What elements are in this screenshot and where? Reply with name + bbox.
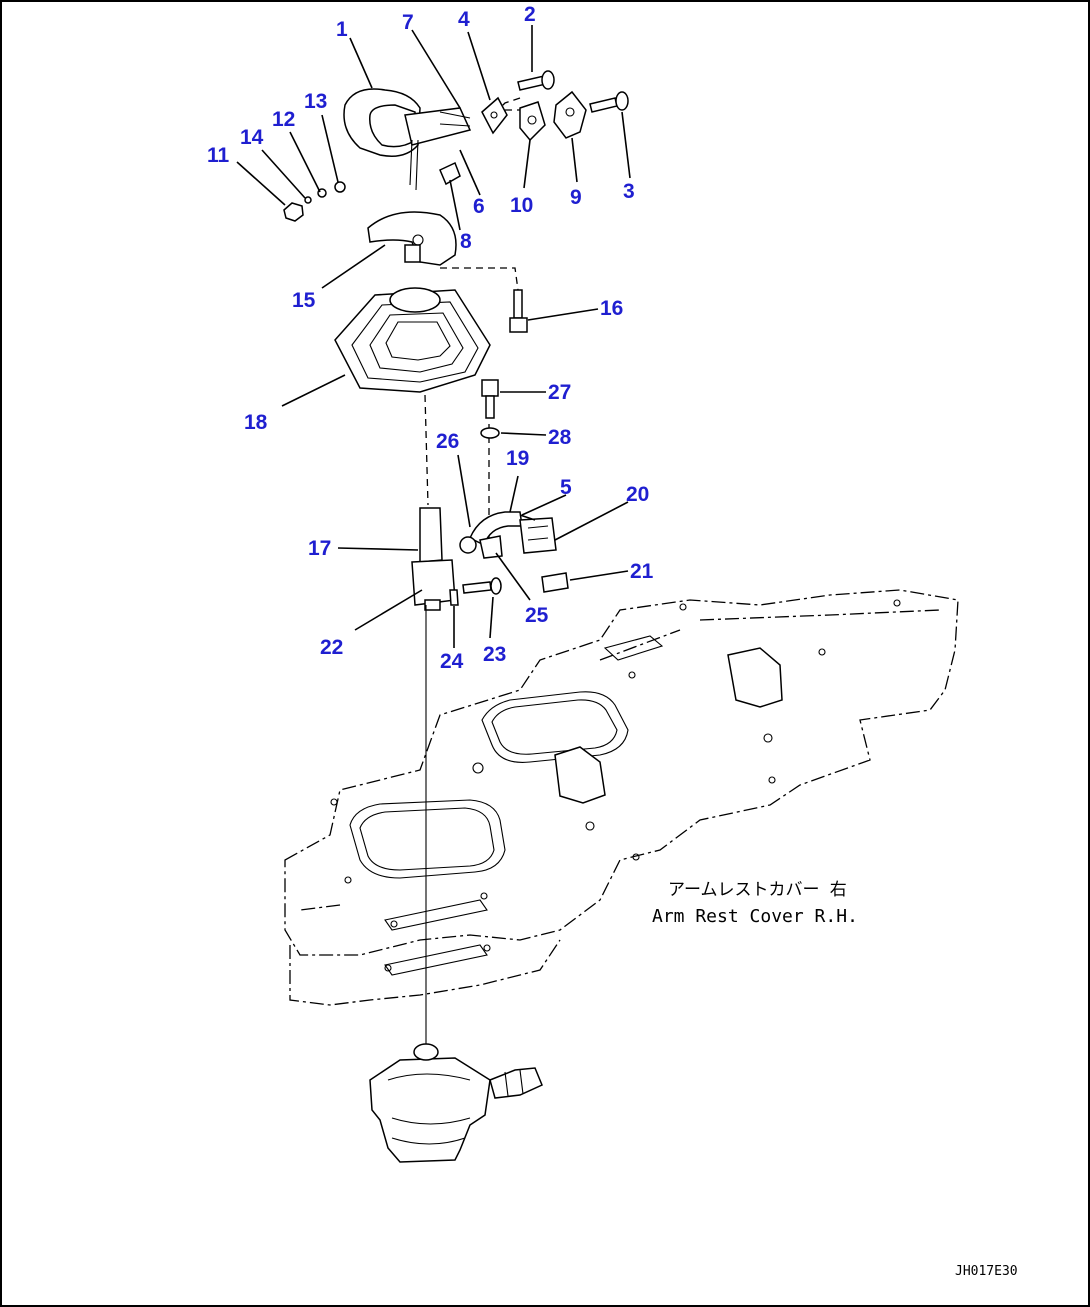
washer-28: [480, 427, 500, 439]
callout-22: 22: [320, 636, 343, 659]
plate-15: [367, 211, 457, 266]
pin-24: [449, 589, 459, 606]
connector-20: [519, 517, 557, 554]
leader-lines: [236, 25, 631, 648]
connector-8: [439, 161, 461, 186]
callout-4: 4: [458, 8, 470, 31]
arm-rest-cover: [284, 589, 959, 1006]
wire-harness-19: [459, 511, 523, 559]
callout-20: 20: [626, 483, 649, 506]
lever-17: [411, 507, 456, 611]
callout-12: 12: [272, 108, 295, 131]
callout-26: 26: [436, 430, 459, 453]
callout-16: 16: [600, 297, 623, 320]
drawing-code: JH017E30: [955, 1264, 1018, 1279]
callout-19: 19: [506, 447, 529, 470]
callout-23: 23: [483, 643, 506, 666]
rubber-boot-18: [334, 287, 491, 393]
callout-27: 27: [548, 381, 571, 404]
callout-28: 28: [548, 426, 572, 449]
plate-4: [481, 96, 508, 135]
callout-9: 9: [570, 186, 582, 209]
cap-21: [541, 572, 569, 593]
cover-label-japanese: アームレストカバー 右: [668, 880, 847, 900]
bolt-23: [462, 577, 502, 595]
callout-6: 6: [473, 195, 485, 218]
callout-25: 25: [525, 604, 549, 627]
bolt-27: [481, 379, 499, 419]
callout-numbers: 1 2 3 4 5 6 7 8 9 10 11 12 13 14 15 16 1…: [207, 3, 654, 673]
callout-11: 11: [207, 144, 230, 167]
bolt-16: [509, 289, 528, 333]
callout-3: 3: [623, 180, 635, 203]
callout-7: 7: [402, 11, 414, 34]
callout-13: 13: [304, 90, 327, 113]
callout-5: 5: [560, 476, 572, 499]
callout-8: 8: [460, 230, 472, 253]
cover-label: アームレストカバー 右 Arm Rest Cover R.H.: [652, 880, 858, 927]
cover-9: [553, 90, 587, 139]
callout-17: 17: [308, 537, 331, 560]
screw-3: [589, 91, 629, 113]
ppc-valve: [369, 1043, 543, 1163]
callout-14: 14: [240, 126, 264, 149]
callout-24: 24: [440, 650, 464, 673]
cover-label-english: Arm Rest Cover R.H.: [652, 906, 858, 927]
hardware-11-14: [283, 181, 346, 222]
bracket-10: [519, 101, 546, 142]
callout-15: 15: [292, 289, 316, 312]
callout-10: 10: [510, 194, 533, 217]
callout-21: 21: [630, 560, 654, 583]
lever-knob-assembly: [343, 88, 472, 191]
callout-2: 2: [524, 3, 536, 26]
callout-1: 1: [336, 18, 348, 41]
callout-18: 18: [244, 411, 268, 434]
screw-2: [517, 70, 555, 91]
